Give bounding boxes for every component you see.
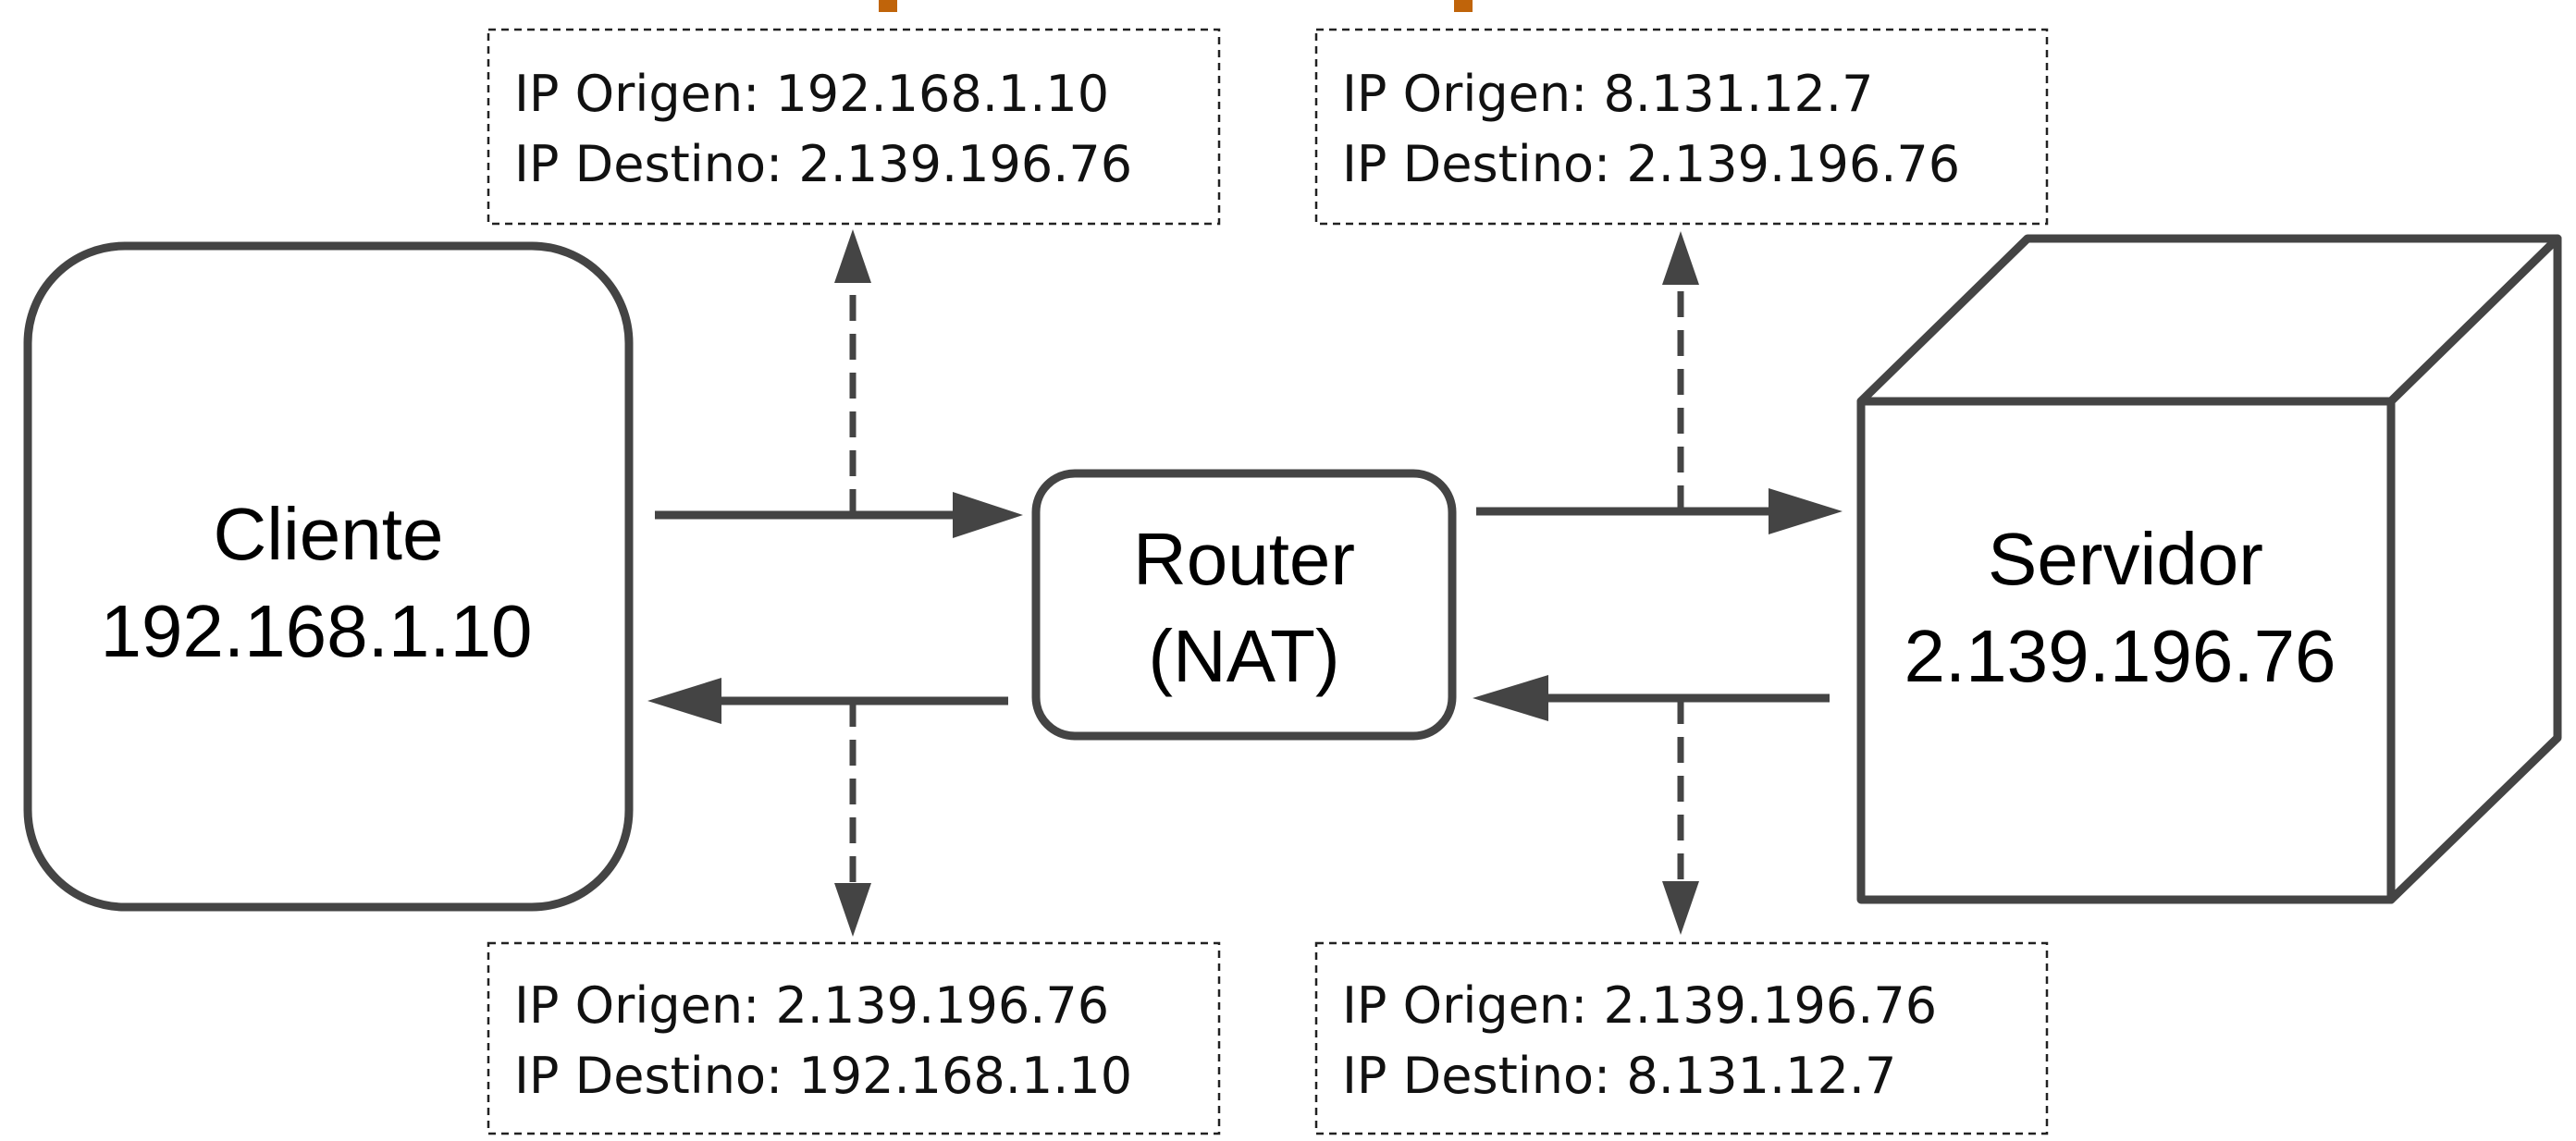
server-name: Servidor xyxy=(1988,518,2263,600)
packet-router-reply: IP Origen: 2.139.196.76 IP Destino: 192.… xyxy=(487,941,1221,1135)
router-node: Router (NAT) xyxy=(1031,469,1457,741)
server-front-face xyxy=(1856,397,2396,904)
title-fragment-right xyxy=(1454,0,1473,12)
packet-router-out-box xyxy=(1314,28,2049,226)
arrow-client-to-router-head xyxy=(953,492,1023,538)
client-node: Cliente 192.168.1.10 xyxy=(23,241,634,912)
packet-server-reply-src: IP Origen: 2.139.196.76 xyxy=(1342,976,1937,1035)
packet-client-out: IP Origen: 192.168.1.10 IP Destino: 2.13… xyxy=(487,28,1221,226)
arrow-router-to-client-head xyxy=(647,678,721,724)
packet-router-out-dst: IP Destino: 2.139.196.76 xyxy=(1342,135,1960,193)
packet-client-out-src: IP Origen: 192.168.1.10 xyxy=(514,65,1109,123)
arrow-router-to-server-head xyxy=(1769,488,1843,534)
callout-connector-router-reply-head xyxy=(834,883,871,937)
packet-client-out-box xyxy=(487,28,1221,226)
router-box xyxy=(1031,469,1457,741)
server-node: Servidor 2.139.196.76 xyxy=(1856,234,2562,904)
packet-router-reply-box xyxy=(487,941,1221,1135)
server-ip: 2.139.196.76 xyxy=(1904,615,2336,697)
client-box xyxy=(23,241,634,912)
packet-router-out: IP Origen: 8.131.12.7 IP Destino: 2.139.… xyxy=(1314,28,2049,226)
packet-router-reply-dst: IP Destino: 192.168.1.10 xyxy=(514,1047,1132,1105)
callout-connector-router-out-head xyxy=(1662,231,1699,285)
packet-server-reply: IP Origen: 2.139.196.76 IP Destino: 8.13… xyxy=(1314,941,2049,1135)
packet-client-out-dst: IP Destino: 2.139.196.76 xyxy=(514,135,1132,193)
callout-connector-client-out-head xyxy=(834,229,871,283)
packet-server-reply-dst: IP Destino: 8.131.12.7 xyxy=(1342,1047,1896,1105)
router-mode: (NAT) xyxy=(1148,615,1339,697)
client-ip: 192.168.1.10 xyxy=(100,590,532,672)
packet-router-out-src: IP Origen: 8.131.12.7 xyxy=(1342,65,1873,123)
packet-router-reply-src: IP Origen: 2.139.196.76 xyxy=(514,976,1109,1035)
title-fragment-left xyxy=(879,0,897,12)
client-name: Cliente xyxy=(213,493,443,575)
arrow-server-to-router-head xyxy=(1473,675,1548,721)
router-name: Router xyxy=(1133,518,1355,600)
packet-server-reply-box xyxy=(1314,941,2049,1135)
callout-connector-server-reply-head xyxy=(1662,881,1699,935)
